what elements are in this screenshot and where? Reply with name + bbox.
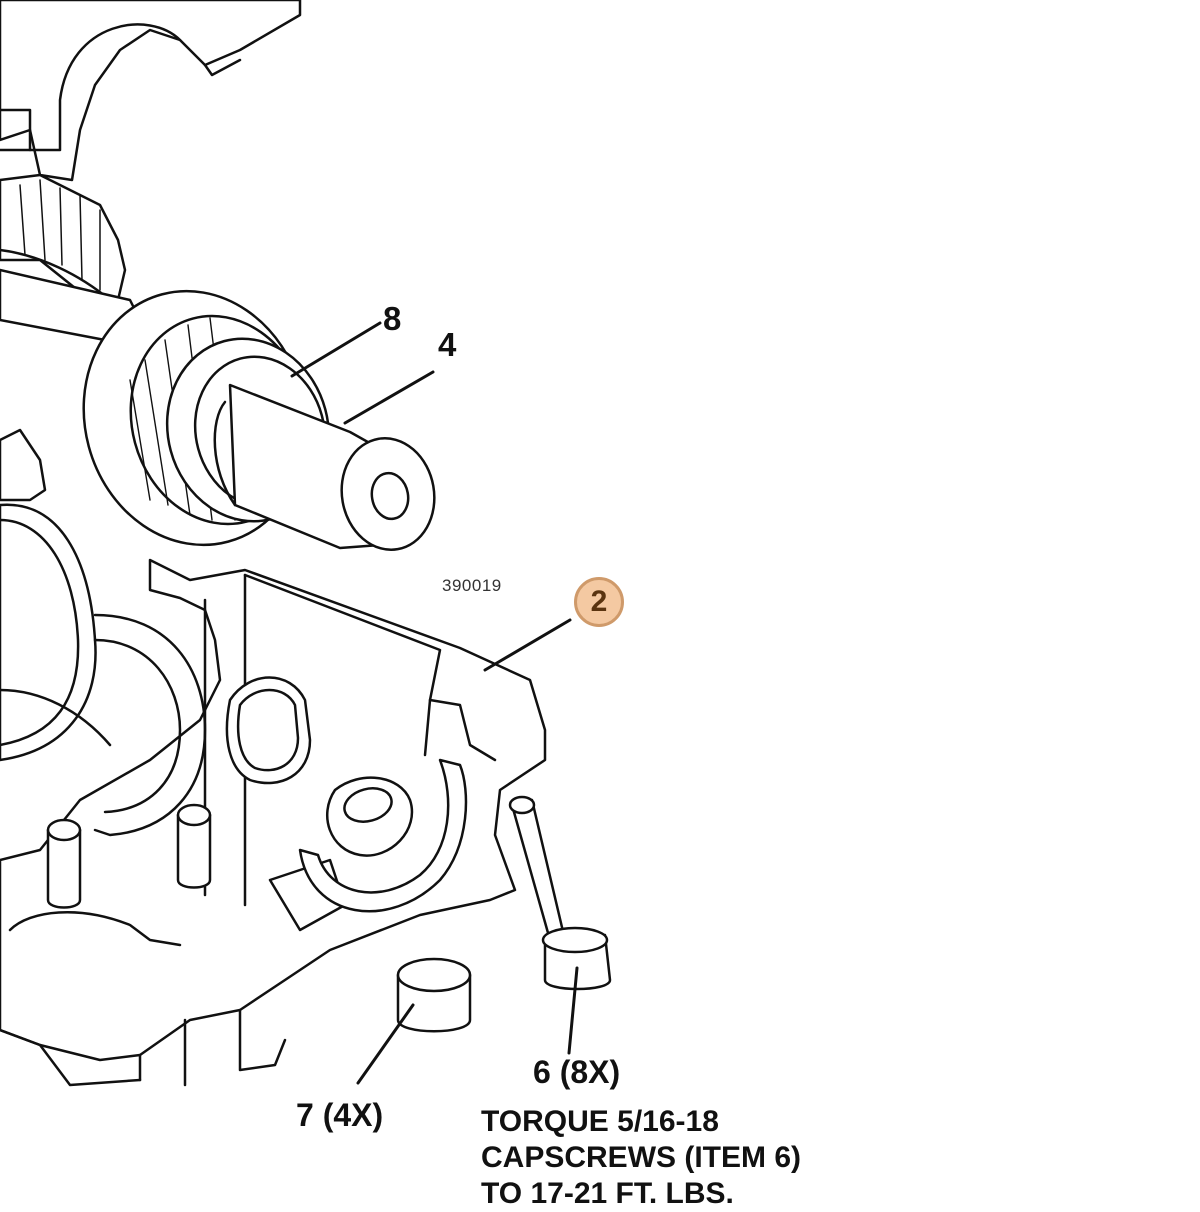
dowel-pins-item-7 [46, 803, 212, 909]
leader-lines [290, 321, 579, 1085]
housing-window [225, 676, 312, 785]
callout-item-6: 6 (8X) [533, 1054, 621, 1090]
bearing-bore-left [93, 613, 207, 837]
callout-item-4: 4 [438, 326, 457, 363]
stub-shaft-item-4 [213, 383, 436, 551]
callout-item-7: 7 (4X) [296, 1097, 384, 1133]
torque-note-line-2: CAPSCREWS (ITEM 6) [481, 1141, 802, 1174]
seal-left [0, 503, 112, 762]
torque-note: TORQUE 5/16-18 CAPSCREWS (ITEM 6) TO 17-… [481, 1104, 801, 1212]
loose-dowel-item-7 [396, 957, 472, 1033]
torque-note-line-1: TORQUE 5/16-18 [481, 1105, 719, 1138]
bearing-bore-right [298, 758, 468, 913]
lower-housing-casting [0, 558, 547, 1087]
torque-note-line-3: TO 17-21 FT. LBS. [481, 1177, 734, 1210]
capscrew-item-6 [508, 795, 612, 991]
callout-item-2-label: 2 [590, 585, 608, 618]
figure-number: 390019 [442, 576, 502, 595]
callout-item-2-highlight: 2 [574, 577, 624, 627]
upper-housing [0, 0, 302, 182]
callout-item-8: 8 [383, 300, 402, 337]
